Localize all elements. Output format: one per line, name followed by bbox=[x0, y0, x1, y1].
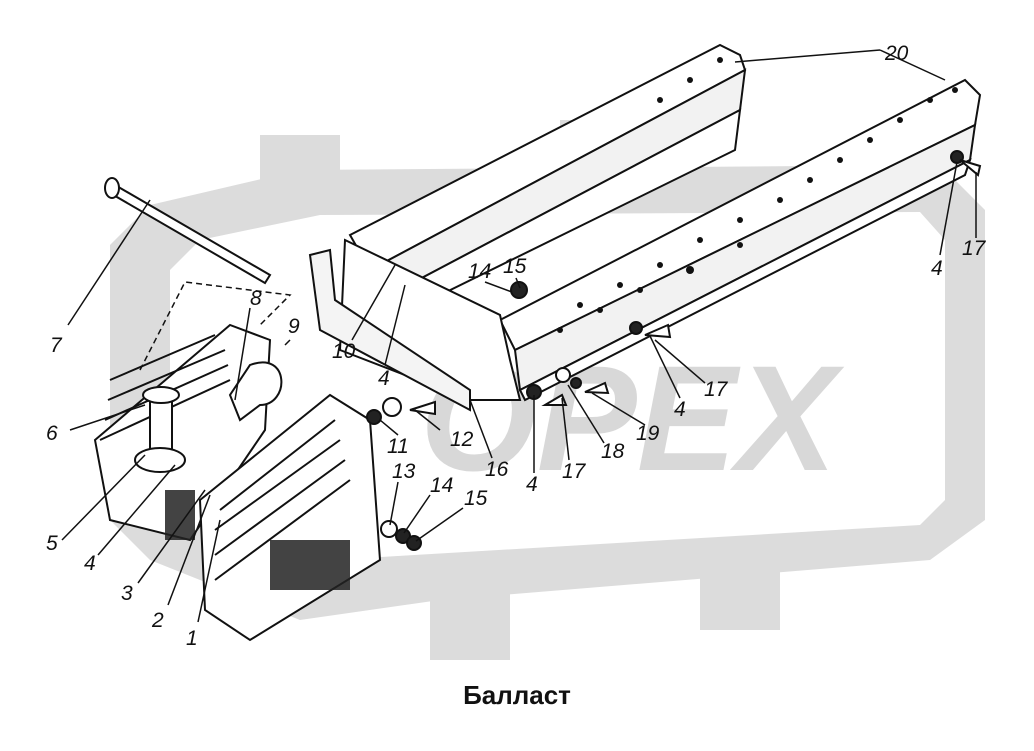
callout-13: 13 bbox=[392, 460, 416, 483]
callout-18: 18 bbox=[601, 440, 625, 463]
tie-rod bbox=[104, 177, 272, 285]
callout-2: 2 bbox=[151, 609, 164, 632]
callout-numbers: 1 2 3 4 5 6 7 8 9 10 4 11 12 13 14 15 16… bbox=[46, 42, 987, 650]
frame-crossmember bbox=[308, 238, 522, 412]
callout-16: 16 bbox=[485, 458, 509, 481]
callout-3: 3 bbox=[121, 582, 133, 605]
hitch-pin bbox=[134, 361, 283, 473]
callout-15-top: 15 bbox=[503, 255, 527, 278]
callout-17: 17 bbox=[562, 460, 587, 483]
ballast-weight-right bbox=[165, 393, 382, 642]
callout-12: 12 bbox=[450, 428, 474, 451]
callout-4c: 4 bbox=[526, 473, 538, 496]
callout-7: 7 bbox=[50, 334, 63, 357]
frame-rivet-holes bbox=[557, 57, 958, 333]
callout-14: 14 bbox=[430, 474, 453, 497]
callout-1: 1 bbox=[186, 627, 198, 650]
frame-rail-left bbox=[348, 43, 747, 302]
fasteners bbox=[366, 150, 982, 551]
callout-4d: 4 bbox=[674, 398, 686, 421]
leader-lines bbox=[61, 49, 977, 623]
callout-10: 10 bbox=[332, 340, 356, 363]
callout-17b: 17 bbox=[704, 378, 729, 401]
callout-11: 11 bbox=[387, 435, 409, 458]
bracket-plate bbox=[139, 281, 292, 371]
callout-4b: 4 bbox=[378, 367, 390, 390]
callout-8: 8 bbox=[250, 287, 262, 310]
callout-5: 5 bbox=[46, 532, 58, 555]
callout-9: 9 bbox=[288, 315, 300, 338]
callout-14-top: 14 bbox=[468, 260, 491, 283]
callout-17c: 17 bbox=[962, 237, 987, 260]
callout-4e: 4 bbox=[931, 257, 943, 280]
callout-20: 20 bbox=[884, 42, 909, 65]
callout-19: 19 bbox=[636, 422, 660, 445]
figure-caption: Балласт bbox=[463, 680, 571, 710]
callout-15: 15 bbox=[464, 487, 488, 510]
callout-6: 6 bbox=[46, 422, 58, 445]
callout-4: 4 bbox=[84, 552, 96, 575]
